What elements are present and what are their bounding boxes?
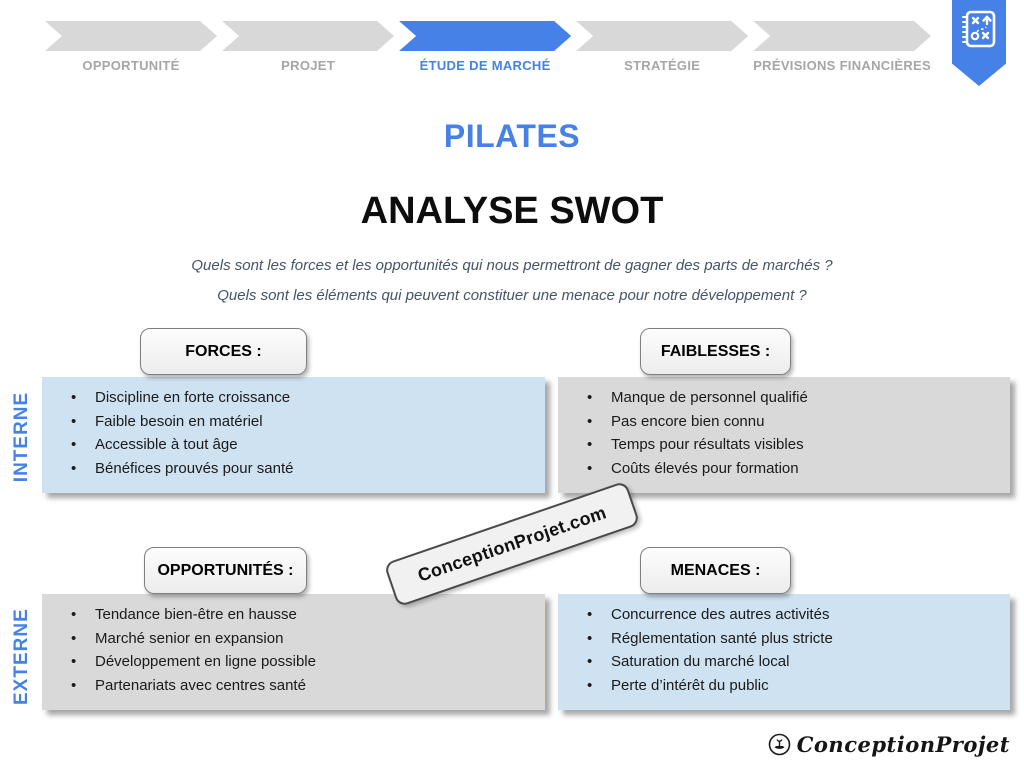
list-item: Saturation du marché local (558, 650, 1010, 674)
menaces-panel: Concurrence des autres activités Régleme… (558, 594, 1010, 710)
axis-label-externe: EXTERNE (11, 608, 32, 705)
footer-brand-text: ConceptionProjet (796, 732, 1010, 757)
chevron-arrow-icon (45, 21, 217, 51)
opportunites-panel: Tendance bien-être en hausse Marché seni… (42, 594, 545, 710)
chevron-arrow-icon (753, 21, 931, 51)
list-item: Marché senior en expansion (42, 627, 545, 651)
list-item: Développement en ligne possible (42, 650, 545, 674)
faiblesses-panel: Manque de personnel qualifié Pas encore … (558, 377, 1010, 493)
list-item: Concurrence des autres activités (558, 603, 1010, 627)
chevron-arrow-icon (576, 21, 748, 51)
step-label: PROJET (281, 58, 335, 73)
list-item: Tendance bien-être en hausse (42, 603, 545, 627)
step-previsions-financieres[interactable]: PRÉVISIONS FINANCIÈRES (753, 21, 931, 73)
opportunites-heading: OPPORTUNITÉS : (144, 547, 307, 594)
step-label: PRÉVISIONS FINANCIÈRES (753, 58, 931, 73)
list-item: Pas encore bien connu (558, 410, 1010, 434)
step-label: ÉTUDE DE MARCHÉ (419, 58, 551, 73)
question-line-2: Quels sont les éléments qui peuvent cons… (217, 287, 807, 304)
chevron-arrow-icon (222, 21, 394, 51)
forces-heading: FORCES : (140, 328, 307, 375)
menaces-heading: MENACES : (640, 547, 791, 594)
watermark-badge: ConceptionProjet.com (383, 480, 641, 608)
page-title: ANALYSE SWOT (360, 190, 664, 232)
step-etude-de-marche[interactable]: ÉTUDE DE MARCHÉ (399, 21, 571, 73)
list-item: Accessible à tout âge (42, 433, 545, 457)
process-stepper: OPPORTUNITÉ PROJET ÉTUDE DE MARCHÉ STRAT… (45, 21, 931, 73)
step-strategie[interactable]: STRATÉGIE (576, 21, 748, 73)
list-item: Partenariats avec centres santé (42, 674, 545, 698)
list-item: Coûts élevés pour formation (558, 457, 1010, 481)
list-item: Réglementation santé plus stricte (558, 627, 1010, 651)
faiblesses-list: Manque de personnel qualifié Pas encore … (558, 386, 1010, 480)
footer-brand: ConceptionProjet (768, 732, 1010, 757)
faiblesses-heading: FAIBLESSES : (640, 328, 791, 375)
forces-list: Discipline en forte croissance Faible be… (42, 386, 545, 480)
list-item: Perte d’intérêt du public (558, 674, 1010, 698)
question-line-1: Quels sont les forces et les opportunité… (191, 257, 833, 274)
chevron-arrow-icon (399, 21, 571, 51)
list-item: Discipline en forte croissance (42, 386, 545, 410)
step-projet[interactable]: PROJET (222, 21, 394, 73)
opportunites-list: Tendance bien-être en hausse Marché seni… (42, 603, 545, 697)
strategy-notebook-icon (962, 10, 996, 48)
step-opportunite[interactable]: OPPORTUNITÉ (45, 21, 217, 73)
list-item: Bénéfices prouvés pour santé (42, 457, 545, 481)
forces-panel: Discipline en forte croissance Faible be… (42, 377, 545, 493)
step-label: STRATÉGIE (624, 58, 701, 73)
list-item: Temps pour résultats visibles (558, 433, 1010, 457)
list-item: Manque de personnel qualifié (558, 386, 1010, 410)
menaces-list: Concurrence des autres activités Régleme… (558, 603, 1010, 697)
hand-plant-logo-icon (768, 733, 791, 756)
axis-label-interne: INTERNE (11, 391, 32, 483)
step-label: OPPORTUNITÉ (82, 58, 180, 73)
list-item: Faible besoin en matériel (42, 410, 545, 434)
bookmark-ribbon (952, 0, 1006, 86)
project-title: PILATES (443, 118, 581, 154)
